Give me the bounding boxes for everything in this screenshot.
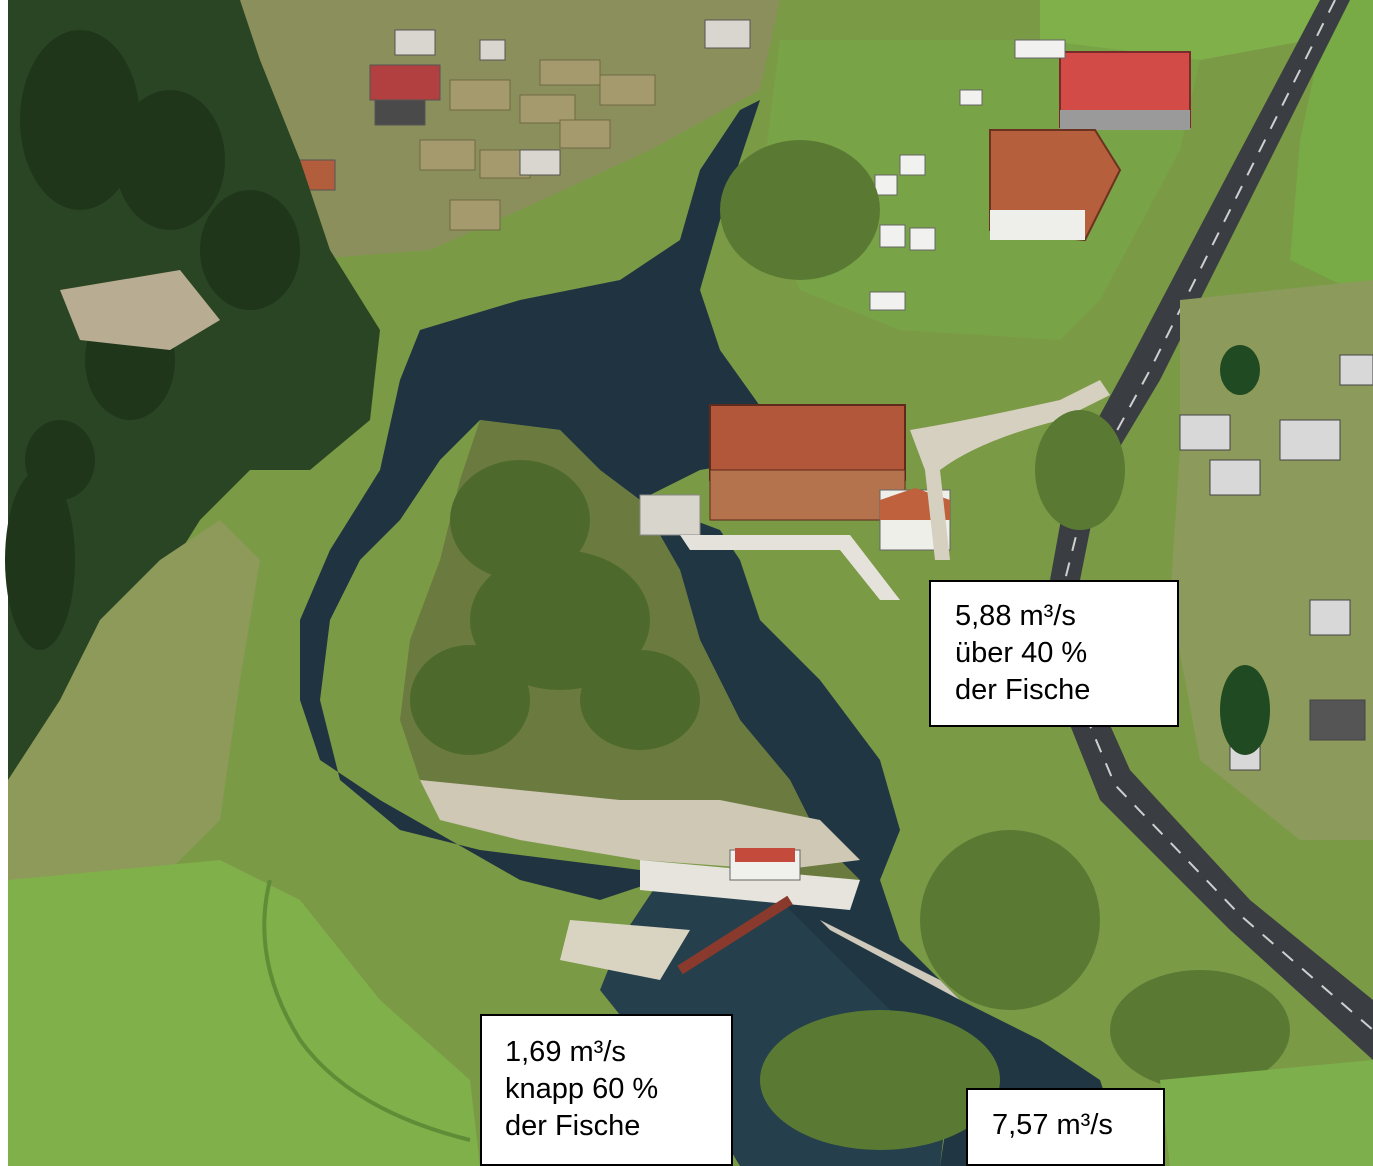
powerhouse-fish-share: über 40 % <box>955 637 1088 669</box>
meadow-bottom-left <box>8 860 480 1166</box>
weir-crest <box>820 920 960 1000</box>
weir-flow-label: 1,69 m³/s knapp 60 % der Fische <box>480 1014 733 1166</box>
powerhouse-roof <box>709 404 906 481</box>
weir-structure <box>640 860 860 910</box>
caravans <box>869 39 1066 311</box>
powerhouse-wall <box>709 469 906 521</box>
right-houses <box>1179 354 1373 771</box>
field-far-right <box>1290 0 1373 300</box>
yard-clearing <box>60 270 220 350</box>
road <box>1050 0 1373 1060</box>
brown-house-wall <box>990 210 1085 240</box>
total-flow-rate: 7,57 m³/s <box>992 1109 1113 1141</box>
weir-fish-share: knapp 60 % <box>505 1073 659 1105</box>
photo-left-border <box>0 0 8 1166</box>
right-conifers <box>1220 345 1270 755</box>
weir-fish-suffix: der Fische <box>505 1110 641 1142</box>
fish-pass <box>560 920 690 980</box>
island-trees <box>410 460 700 755</box>
intake-structure <box>639 494 701 536</box>
hall-wall <box>1060 110 1190 130</box>
allotment-gardens-top <box>230 0 780 260</box>
garden-sheds <box>289 19 751 191</box>
weir-hut-roof <box>735 848 795 862</box>
powerhouse-flow-label: 5,88 m³/s über 40 % der Fische <box>929 580 1179 727</box>
weir-flow-rate: 1,69 m³/s <box>505 1036 626 1068</box>
powerhouse-flow-rate: 5,88 m³/s <box>955 600 1076 632</box>
conifer-clusters <box>5 30 300 650</box>
meadow-path <box>262 879 471 1142</box>
road-centerline <box>1063 0 1373 1031</box>
river-upper <box>300 100 770 900</box>
headrace-wall <box>680 535 900 600</box>
meadow-bottom-right <box>1160 1060 1373 1166</box>
river-headrace <box>640 500 1140 1166</box>
gravel-bank <box>420 780 860 870</box>
hillside-left <box>8 520 260 880</box>
field-top-right <box>1040 0 1330 60</box>
total-flow-label: 7,57 m³/s <box>966 1088 1165 1166</box>
powerhouse-fish-suffix: der Fische <box>955 674 1091 706</box>
gravel-access-road <box>910 380 1110 560</box>
riverbank-trees <box>720 140 1290 1150</box>
weir-bridge <box>677 895 793 975</box>
